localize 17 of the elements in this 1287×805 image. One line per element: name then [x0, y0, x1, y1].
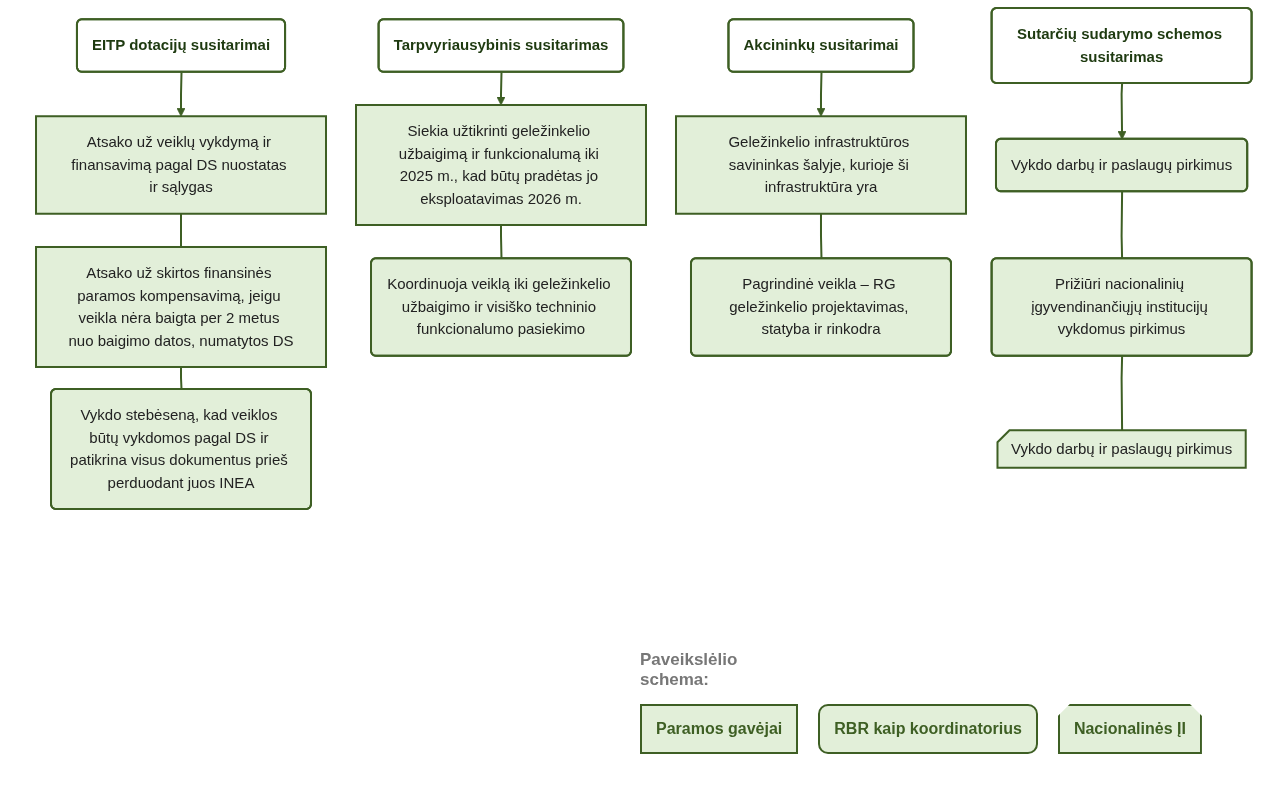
node-box: Siekia užtikrinti geležinkelio užbaigimą ir funkcionalumą iki 2025 m., kad būtų pradėtas jo eksploatavimas 2026 m.: [354, 104, 647, 226]
connector: [499, 224, 503, 260]
arrow: [176, 71, 186, 117]
connector: [179, 212, 182, 248]
connector: [819, 212, 823, 260]
node-box: Atsako už veiklų vykdymą ir finansavimą pagal DS nuostatas ir sąlygas: [34, 115, 327, 215]
node-box: Geležinkelio infrastruktūros savininkas šalyje, kurioje ši infrastruktūra yra: [674, 115, 967, 215]
legend-item: Paramos gavėjai: [640, 704, 799, 754]
arrow: [816, 71, 826, 117]
legend-item: Nacionalinės ĮI: [1057, 704, 1202, 754]
connector: [1120, 190, 1123, 260]
node-box: Atsako už skirtos finansinės paramos kompensavimą, jeigu veikla nėra baigta per 2 metus nuo baigimo datos, numatytos DS: [34, 246, 327, 368]
legend-title: Paveikslėlio schema:: [640, 650, 739, 690]
legend-item: RBR kaip koordinatorius: [818, 704, 1038, 754]
connector: [1120, 355, 1123, 432]
arrow: [1117, 82, 1127, 140]
arrow: [496, 71, 506, 106]
